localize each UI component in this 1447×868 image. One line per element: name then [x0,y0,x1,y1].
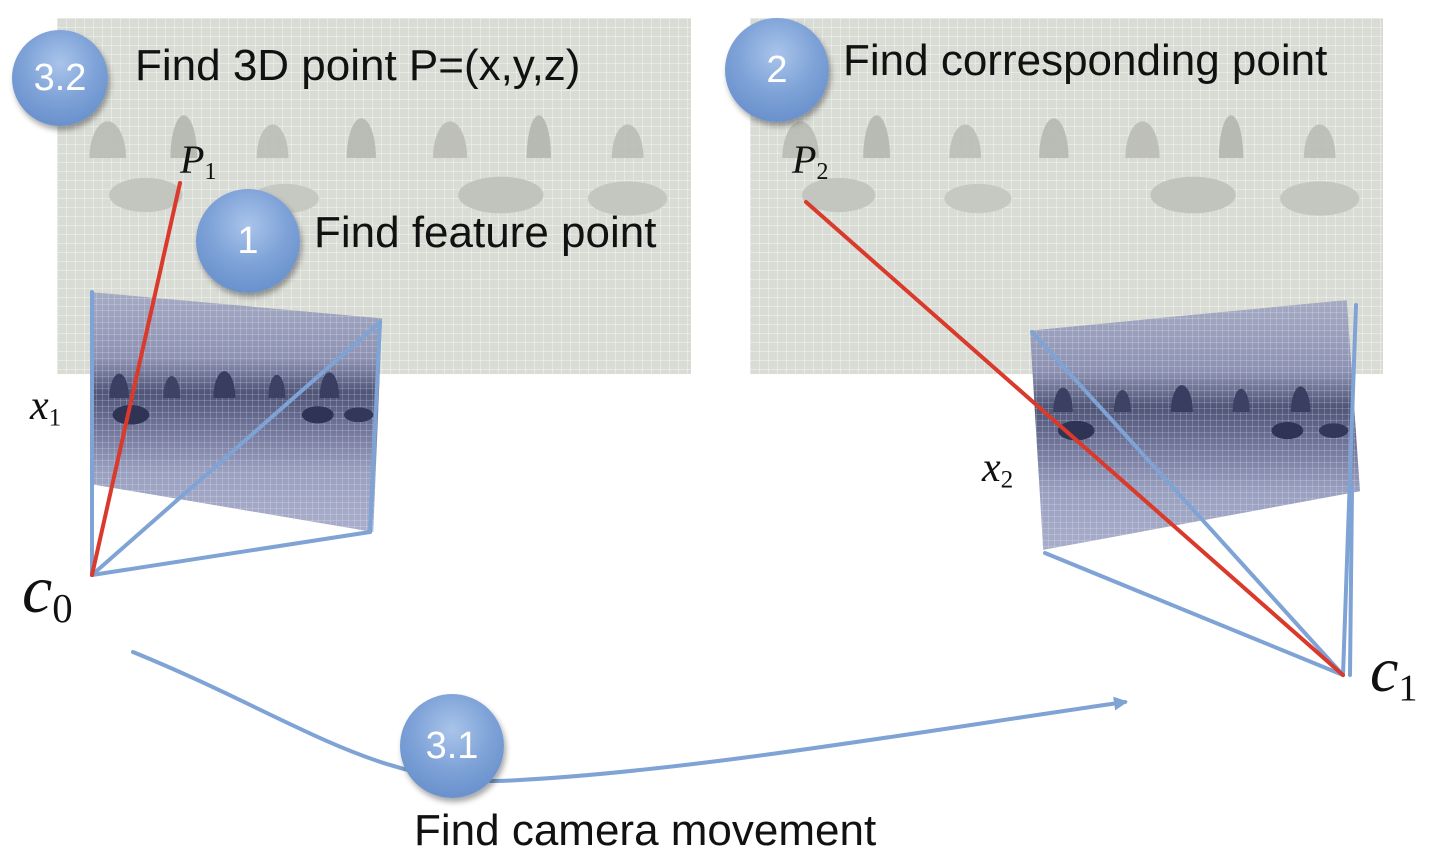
point-p2-label: P2 [792,137,829,185]
image-point-x1-label: x1 [30,385,61,431]
point-p2-base: P [792,137,817,182]
frustum-0-edge-frame-right [368,320,382,534]
ray-c0-to-p1 [90,181,182,577]
point-p1-sub: 1 [204,159,217,185]
step-3-1-caption: Find camera movement [414,806,877,855]
frame-cars-left [90,383,382,436]
frustum-1-edge-frame-right [1348,486,1354,677]
frustum-1-edge-top-left [1030,330,1345,677]
rays [90,181,1345,677]
image-point-x1-sub: 1 [48,404,62,432]
scene-photo-right [750,18,1383,374]
step-2-badge: 2 [725,18,829,122]
camera-c0-base: c [22,551,53,627]
step-3-1-badge: 3.1 [400,694,504,798]
camera-c1-base: c [1370,634,1399,705]
image-point-x2-base: x [982,445,1001,491]
frustum-0-edge-top-right [90,320,382,577]
image-point-x2-sub: 2 [1000,466,1014,494]
image-point-x1-base: x [30,383,49,429]
ray-c1-to-p2 [804,200,1345,677]
frame-cars-right [1030,396,1360,453]
point-p1-base: P [180,137,205,182]
step-3-2-badge: 3.2 [12,30,108,126]
image-point-x2-label: x2 [982,447,1013,493]
step-1-badge: 1 [196,189,300,293]
step-3-2-caption: Find 3D point P=(x,y,z) [135,41,581,90]
step-1-caption: Find feature point [314,208,657,257]
step-2-caption: Find corresponding point [843,36,1328,85]
camera-0-frustum [90,290,382,577]
frustum-1-edge-bottom-left [1043,551,1345,677]
camera-movement-arrow [131,650,1128,783]
camera-c1-label: c1 [1370,638,1418,708]
camera-1-frustum [1030,303,1358,677]
scene-cars-left [57,153,691,223]
camera-c0-sub: 0 [52,586,73,632]
camera-c1-sub: 1 [1398,667,1418,710]
scene-cars-right [750,153,1383,223]
scene-trees-left [57,78,691,158]
camera-c0-label: c0 [22,555,73,630]
frustum-1-edge-top-right [1341,303,1358,677]
frustum-0-edge-bottom-right [90,530,372,577]
scene-photo-left [57,18,691,374]
point-p2-sub: 2 [816,159,829,185]
scene-trees-right [750,78,1383,158]
point-p1-label: P1 [180,137,217,185]
